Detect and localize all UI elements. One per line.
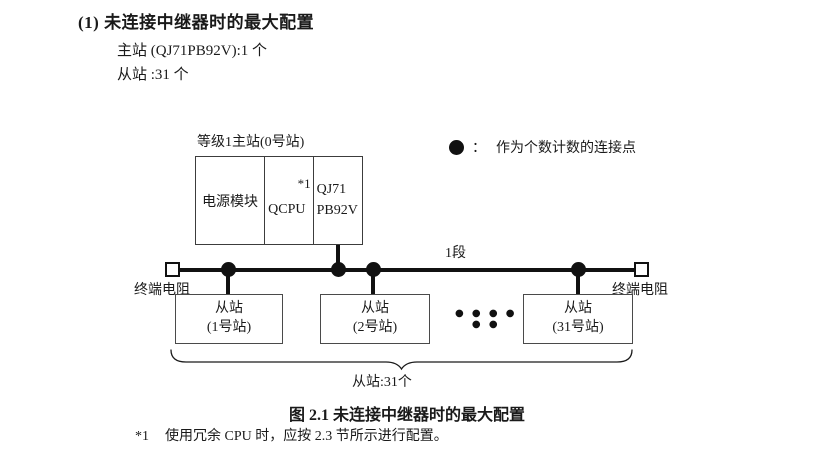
qcpu-label: QCPU [268, 202, 306, 217]
qcpu-cell: *1 QCPU [265, 157, 314, 244]
cpu-footnote-ref: *1 [297, 176, 311, 191]
slave1-drop-line [226, 270, 230, 295]
footnote-marker: *1 [135, 429, 149, 444]
slave2-label-line2: (2号站) [352, 320, 398, 335]
section-heading: (1) 未连接中继器时的最大配置 [78, 13, 315, 32]
master-station-rack: 电源模块 *1 QCPU QJ71 PB92V [195, 156, 363, 245]
slave-station-2-box: 从站 (2号站) [320, 294, 430, 344]
master-drop-line [336, 245, 340, 270]
interface-label-line2: PB92V [316, 202, 358, 218]
slave1-label-line1: 从站 [215, 301, 243, 317]
slave-station-31-box: 从站 (31号站) [523, 294, 633, 344]
terminating-resistor-right-icon [634, 262, 649, 277]
spec-master-count: 主站 (QJ71PB92V):1 个 [117, 43, 268, 59]
connection-point-dot-icon [221, 262, 236, 277]
under-brace [170, 349, 633, 371]
slave1-label-line2: (1号站) [206, 320, 252, 335]
legend: ： 作为个数计数的连接点 [449, 137, 636, 157]
slave31-label-line1: 从站 [564, 301, 592, 317]
continuation-dots-icon: ● ● ● ● ● ● [455, 308, 517, 330]
connection-point-dot-icon [571, 262, 586, 277]
slave-station-1-box: 从站 (1号站) [175, 294, 283, 344]
slave2-label-line1: 从站 [361, 301, 389, 317]
slave-total-label: 从站:31个 [352, 375, 412, 390]
interface-label-line1: QJ71 [316, 182, 347, 198]
connection-point-dot-icon [366, 262, 381, 277]
slave31-label-line2: (31号站) [552, 320, 604, 335]
legend-separator: ： [472, 141, 486, 156]
footnote-text: 使用冗余 CPU 时，应按 2.3 节所示进行配置。 [165, 429, 448, 444]
power-module-cell: 电源模块 [196, 157, 266, 244]
spec-slave-count: 从站 :31 个 [117, 67, 189, 83]
terminating-resistor-left-icon [165, 262, 180, 277]
bus-segment-line [172, 268, 642, 272]
master-station-label: 等级1主站(0号站) [197, 135, 305, 150]
connection-point-dot-icon [331, 262, 346, 277]
legend-label: 作为个数计数的连接点 [496, 141, 636, 156]
connection-point-dot-icon [449, 139, 464, 155]
figure-caption: 图 2.1 未连接中继器时的最大配置 [289, 407, 526, 424]
qj71pb92v-cell: QJ71 PB92V [314, 157, 362, 244]
footnote: *1 使用冗余 CPU 时，应按 2.3 节所示进行配置。 [135, 425, 448, 445]
slave31-drop-line [576, 270, 580, 295]
segment-label: 1段 [445, 246, 466, 261]
slave2-drop-line [371, 270, 375, 295]
